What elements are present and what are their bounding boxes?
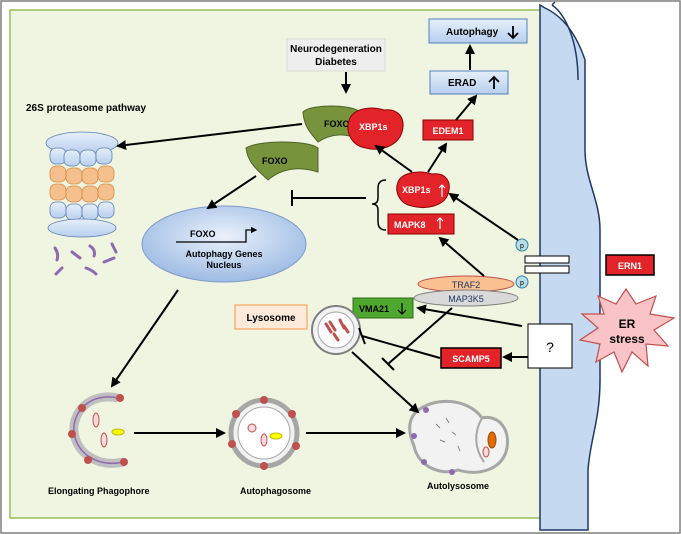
- inhibit-bar-map3k5: [381, 357, 395, 371]
- autophagy-box: [428, 18, 528, 44]
- xbp1s-up-icon: [438, 184, 446, 197]
- arrow-foxo-to-proteasome: [116, 123, 303, 151]
- mapk8-up-icon: [436, 217, 444, 229]
- foxo-top-label: FOXO: [324, 119, 350, 129]
- pathway-arrows: [110, 44, 528, 438]
- arrow-xbp1s-to-edem1: [427, 142, 448, 173]
- foxo-nucleus-label: FOXO: [190, 229, 216, 239]
- nucleus-label-1: Autophagy Genes: [185, 249, 262, 259]
- nucleus-shape: [141, 205, 307, 283]
- erad-label: ERAD: [448, 78, 476, 89]
- nucleus-label-2: Nucleus: [206, 260, 241, 270]
- transcription-arrow: [176, 226, 258, 243]
- map3k5-shape: [413, 289, 519, 307]
- erad-box: [429, 70, 509, 95]
- disease-label-1: Neurodegeneration: [290, 44, 382, 55]
- arrow-xbp1s-to-complex: [374, 144, 413, 173]
- arrow-nucleus-to-phagophore: [110, 289, 179, 388]
- arrow-edem1-to-erad: [455, 94, 478, 121]
- lysosome-label-box: [234, 304, 308, 330]
- map3k5-label: MAP3K5: [448, 294, 484, 304]
- scamp5-box: [440, 347, 502, 369]
- foxo-mid-label: FOXO: [262, 156, 288, 166]
- arrow-traf2-to-mapk8: [438, 236, 485, 277]
- foxo-mid-shape: [245, 141, 319, 181]
- phagophore-icon: [68, 392, 128, 468]
- vma21-down-icon: [397, 303, 407, 315]
- mapk8-label: MAPK8: [394, 220, 426, 230]
- vma21-label: VMA21: [359, 304, 389, 314]
- arrow-question-to-vma21: [416, 304, 523, 327]
- inhibit-scamp5-to-lysosome: [361, 335, 441, 359]
- er-stress-label-1: ER: [619, 317, 636, 331]
- phospho-lower-label: p: [520, 280, 524, 287]
- xbp1s-mid-label: XBP1s: [402, 185, 431, 195]
- vma21-box: [352, 297, 414, 319]
- question-label: ?: [546, 339, 554, 355]
- mapk8-box: [387, 213, 455, 235]
- scamp5-label: SCAMP5: [452, 354, 490, 364]
- xbp1s-top-shape: [347, 107, 404, 150]
- edem1-box: [422, 119, 474, 141]
- foxo-top-shape: [302, 105, 361, 143]
- disease-box: [286, 38, 386, 72]
- proteasome-icon: [45, 131, 119, 238]
- autophagosome-icon: [228, 396, 300, 470]
- arrow-lysosome-to-autolysosome: [351, 351, 420, 414]
- autophagosome-label: Autophagosome: [240, 486, 311, 496]
- proteasome-label: 26S proteasome pathway: [26, 103, 146, 114]
- lysosome-icon: [311, 305, 361, 355]
- disease-label-2: Diabetes: [315, 57, 357, 68]
- phospho-lower-icon: [515, 275, 529, 289]
- ern1-label: ERN1: [618, 261, 642, 271]
- ern1-receptor-upper: [524, 255, 570, 264]
- er-stress-burst: [578, 287, 676, 374]
- phospho-upper-icon: [515, 238, 529, 252]
- arrow-foxo-to-nucleus: [206, 175, 257, 210]
- autophagy-down-icon: [507, 26, 519, 40]
- peptide-fragments: [53, 242, 118, 276]
- autolysosome-icon: [408, 399, 509, 475]
- edem1-label: EDEM1: [432, 126, 463, 136]
- inhibit-bar-scamp5: [358, 327, 366, 345]
- xbp1s-top-label: XBP1s: [359, 122, 388, 132]
- question-box: [527, 323, 573, 369]
- bracket: [371, 179, 387, 231]
- arrow-ern1-to-xbp1s: [448, 192, 519, 241]
- autolysosome-label: Autolysosome: [427, 481, 489, 491]
- lysosome-label: Lysosome: [246, 313, 296, 324]
- erad-up-icon: [488, 75, 500, 89]
- phospho-upper-label: p: [520, 243, 524, 250]
- ern1-box: [605, 254, 655, 276]
- er-membrane-edge: [551, 1, 579, 81]
- elongating-label: Elongating Phagophore: [48, 486, 150, 496]
- traf2-label: TRAF2: [452, 280, 481, 290]
- ern1-receptor-lower: [524, 265, 570, 274]
- er-stress-label-2: stress: [609, 332, 645, 346]
- inhibit-map3k5-to-lysosome: [387, 307, 453, 365]
- xbp1s-mid-shape: [396, 171, 450, 208]
- autophagy-label: Autophagy: [446, 27, 499, 38]
